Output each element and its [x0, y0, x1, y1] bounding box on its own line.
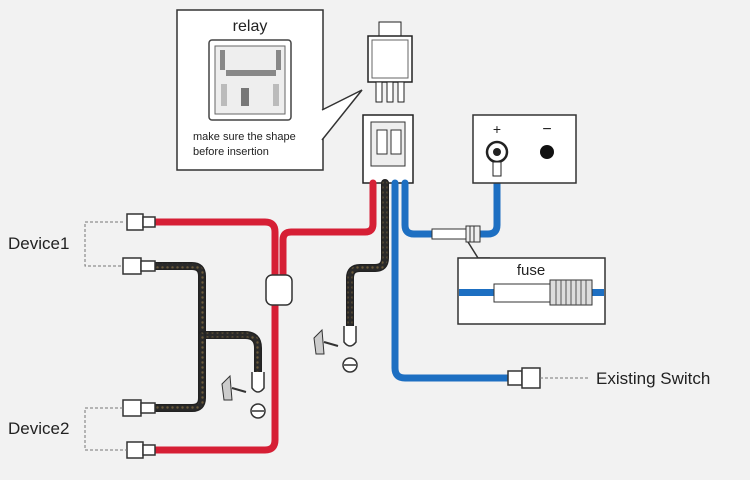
black-wire-device2 — [151, 331, 206, 412]
screw-icon — [221, 374, 233, 401]
spade-connectors — [122, 213, 541, 459]
leader-lines — [84, 221, 590, 451]
relay-note-line2: before insertion — [193, 146, 269, 158]
fuse-title: fuse — [517, 262, 545, 279]
black-wire-ground — [346, 179, 389, 332]
screw-icon — [313, 328, 325, 355]
inline-fuse-holder — [431, 225, 481, 243]
battery-negative-sign: − — [542, 121, 551, 138]
battery: + − — [472, 114, 577, 184]
connector-existing-switch — [507, 367, 541, 389]
ground-terminal-left — [221, 372, 266, 419]
relay-module — [367, 21, 413, 103]
wire-junction-sleeve — [265, 274, 293, 306]
connector-device1-red — [126, 213, 156, 231]
blue-wire-switch — [391, 179, 514, 382]
red-wire-relay — [279, 179, 377, 284]
blue-wire-battery — [474, 174, 501, 238]
relay-socket — [362, 114, 414, 184]
battery-positive-sign: + — [493, 121, 501, 137]
device1-label: Device1 — [8, 234, 69, 253]
connector-device2-black — [122, 399, 156, 417]
ground-terminal-right — [313, 326, 358, 373]
relay-note-line1: make sure the shape — [193, 131, 296, 143]
existing-switch-label: Existing Switch — [596, 369, 710, 388]
negative-terminal-icon — [540, 145, 554, 159]
blue-wire-fuse-in — [401, 179, 436, 238]
relay-inset-box: relay make sure the shape before inserti… — [176, 9, 363, 171]
connector-device2-red — [126, 441, 156, 459]
wires — [151, 174, 514, 454]
callout-pointer — [321, 89, 363, 141]
relay-title: relay — [233, 18, 268, 35]
device2-label: Device2 — [8, 419, 69, 438]
red-wire-device1 — [151, 218, 279, 284]
red-wire-device2 — [151, 296, 279, 454]
black-wire-device1 — [151, 262, 262, 379]
connector-device1-black — [122, 257, 156, 275]
relay-socket-illustration — [208, 39, 292, 121]
fuse-inset-box: fuse — [457, 241, 606, 325]
